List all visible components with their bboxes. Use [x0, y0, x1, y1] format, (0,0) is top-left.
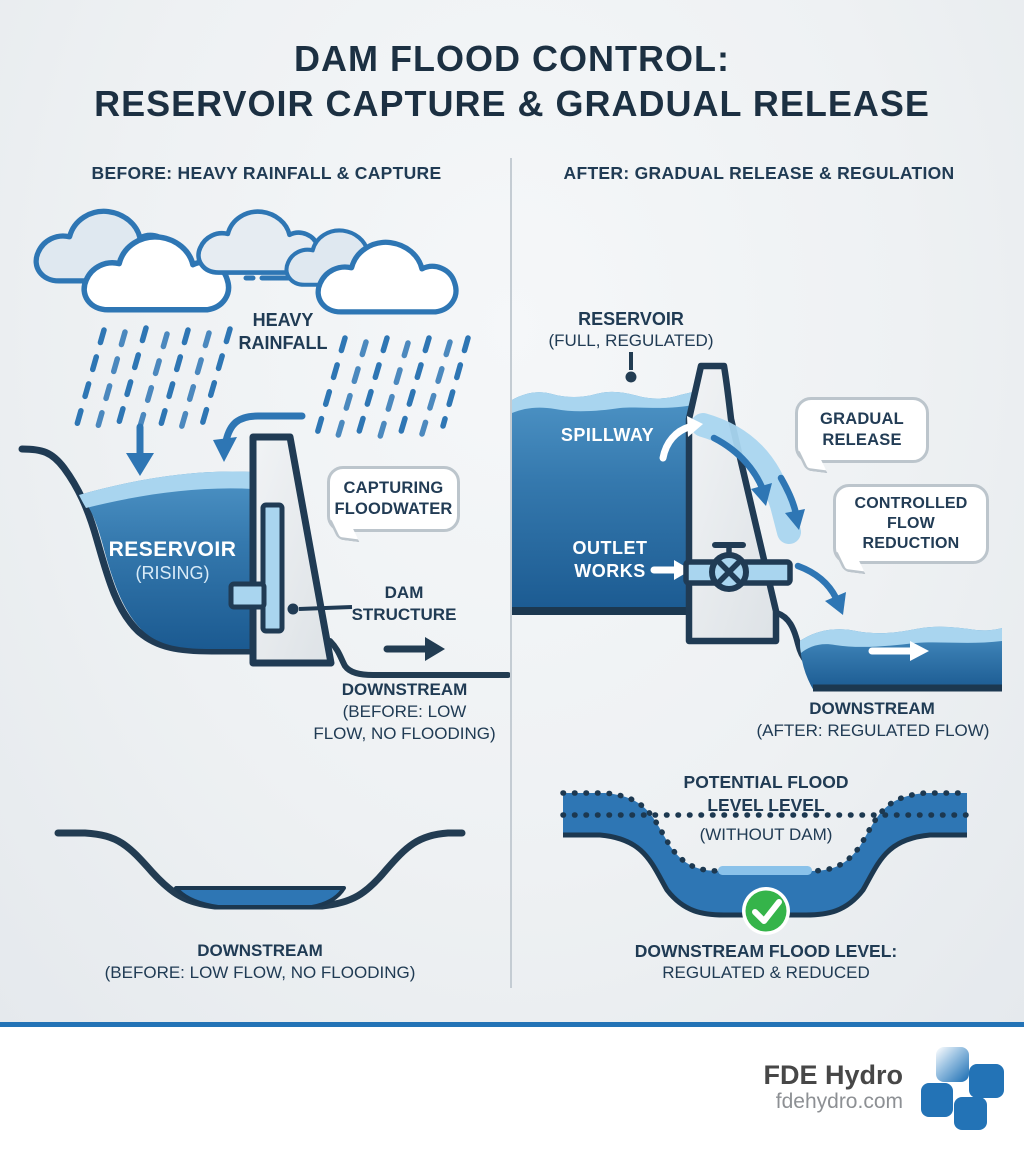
inflow-down-arrow-icon	[126, 423, 154, 476]
flood-caption-title: DOWNSTREAM FLOOD LEVEL:	[634, 941, 898, 961]
downstream-after-title: DOWNSTREAM	[809, 699, 935, 718]
brand-name: FDE Hydro	[763, 1060, 903, 1090]
reservoir-rising-state: (RISING)	[135, 563, 210, 583]
dam-structure-right	[685, 362, 780, 645]
downstream-flow-arrow-right-icon	[868, 641, 929, 661]
gradual-release-bubble: GRADUAL RELEASE	[795, 397, 929, 463]
inflow-curved-arrow-icon	[213, 412, 306, 462]
right-panel-header: AFTER: GRADUAL RELEASE & REGULATION	[563, 163, 955, 183]
left-panel-header: BEFORE: HEAVY RAINFALL & CAPTURE	[91, 163, 442, 183]
logo-square-icon	[969, 1064, 1004, 1098]
release-arrow-1-icon	[710, 434, 772, 506]
release-arrow-2-icon	[777, 474, 805, 530]
flood-caption-sub: REGULATED & REDUCED	[662, 963, 870, 982]
rain-left-icon	[73, 325, 233, 433]
outlet-valve-icon	[683, 542, 793, 592]
page-title: DAM FLOOD CONTROL: RESERVOIR CAPTURE & G…	[94, 38, 930, 124]
downstream-flow-arrow-left-icon	[383, 637, 445, 661]
rain-clouds-right-icon	[284, 228, 459, 315]
spillway-label: SPILLWAY	[560, 425, 655, 445]
controlled-flow-bubble: CONTROLLED FLOW REDUCTION	[833, 484, 989, 564]
panel-divider	[510, 158, 512, 988]
reservoir-leader-line	[625, 352, 637, 383]
check-circle-icon	[742, 887, 790, 935]
reservoir-full-title: RESERVOIR	[578, 309, 684, 329]
flood-level-title: POTENTIAL FLOOD LEVEL LEVEL	[683, 772, 849, 815]
reservoir-rising-label: RESERVOIR	[108, 538, 237, 561]
channel-before-title: DOWNSTREAM	[197, 941, 323, 960]
rain-clouds-left-icon	[33, 208, 232, 313]
dam-structure-label: DAM STRUCTURE	[351, 583, 457, 625]
outlet-works-arrow-icon	[650, 560, 691, 580]
flood-level-sub: (WITHOUT DAM)	[699, 825, 833, 844]
spillway-water	[691, 413, 801, 544]
rain-right-icon	[314, 335, 471, 440]
logo-square-icon	[954, 1097, 987, 1130]
reservoir-full-state: (FULL, REGULATED)	[548, 331, 714, 350]
downstream-before-title: DOWNSTREAM	[341, 680, 468, 699]
reservoir-right	[512, 391, 697, 615]
downstream-water-right	[800, 626, 1002, 692]
channel-before-icon	[54, 829, 466, 910]
logo-square-icon	[936, 1047, 969, 1082]
downstream-ground-left	[327, 638, 511, 678]
dam-structure-leader-line	[287, 603, 353, 615]
logo-square-icon	[921, 1083, 953, 1117]
outlet-works-label: OUTLET WORKS	[572, 538, 648, 581]
reservoir-left	[18, 445, 257, 655]
downstream-after-sub: (AFTER: REGULATED FLOW)	[756, 721, 990, 740]
downstream-before-sub: (BEFORE: LOW FLOW, NO FLOODING)	[313, 702, 496, 744]
spillway-arrow-icon	[659, 416, 703, 462]
footer-divider	[0, 1022, 1024, 1027]
brand-website: fdehydro.com	[775, 1090, 903, 1113]
dam-structure-left	[228, 433, 335, 667]
controlled-flow-arrow-icon	[794, 562, 846, 615]
channel-before-sub: (BEFORE: LOW FLOW, NO FLOODING)	[104, 963, 416, 982]
heavy-rainfall-label: HEAVY RAINFALL	[238, 310, 328, 354]
capturing-floodwater-bubble: CAPTURING FLOODWATER	[327, 466, 460, 532]
